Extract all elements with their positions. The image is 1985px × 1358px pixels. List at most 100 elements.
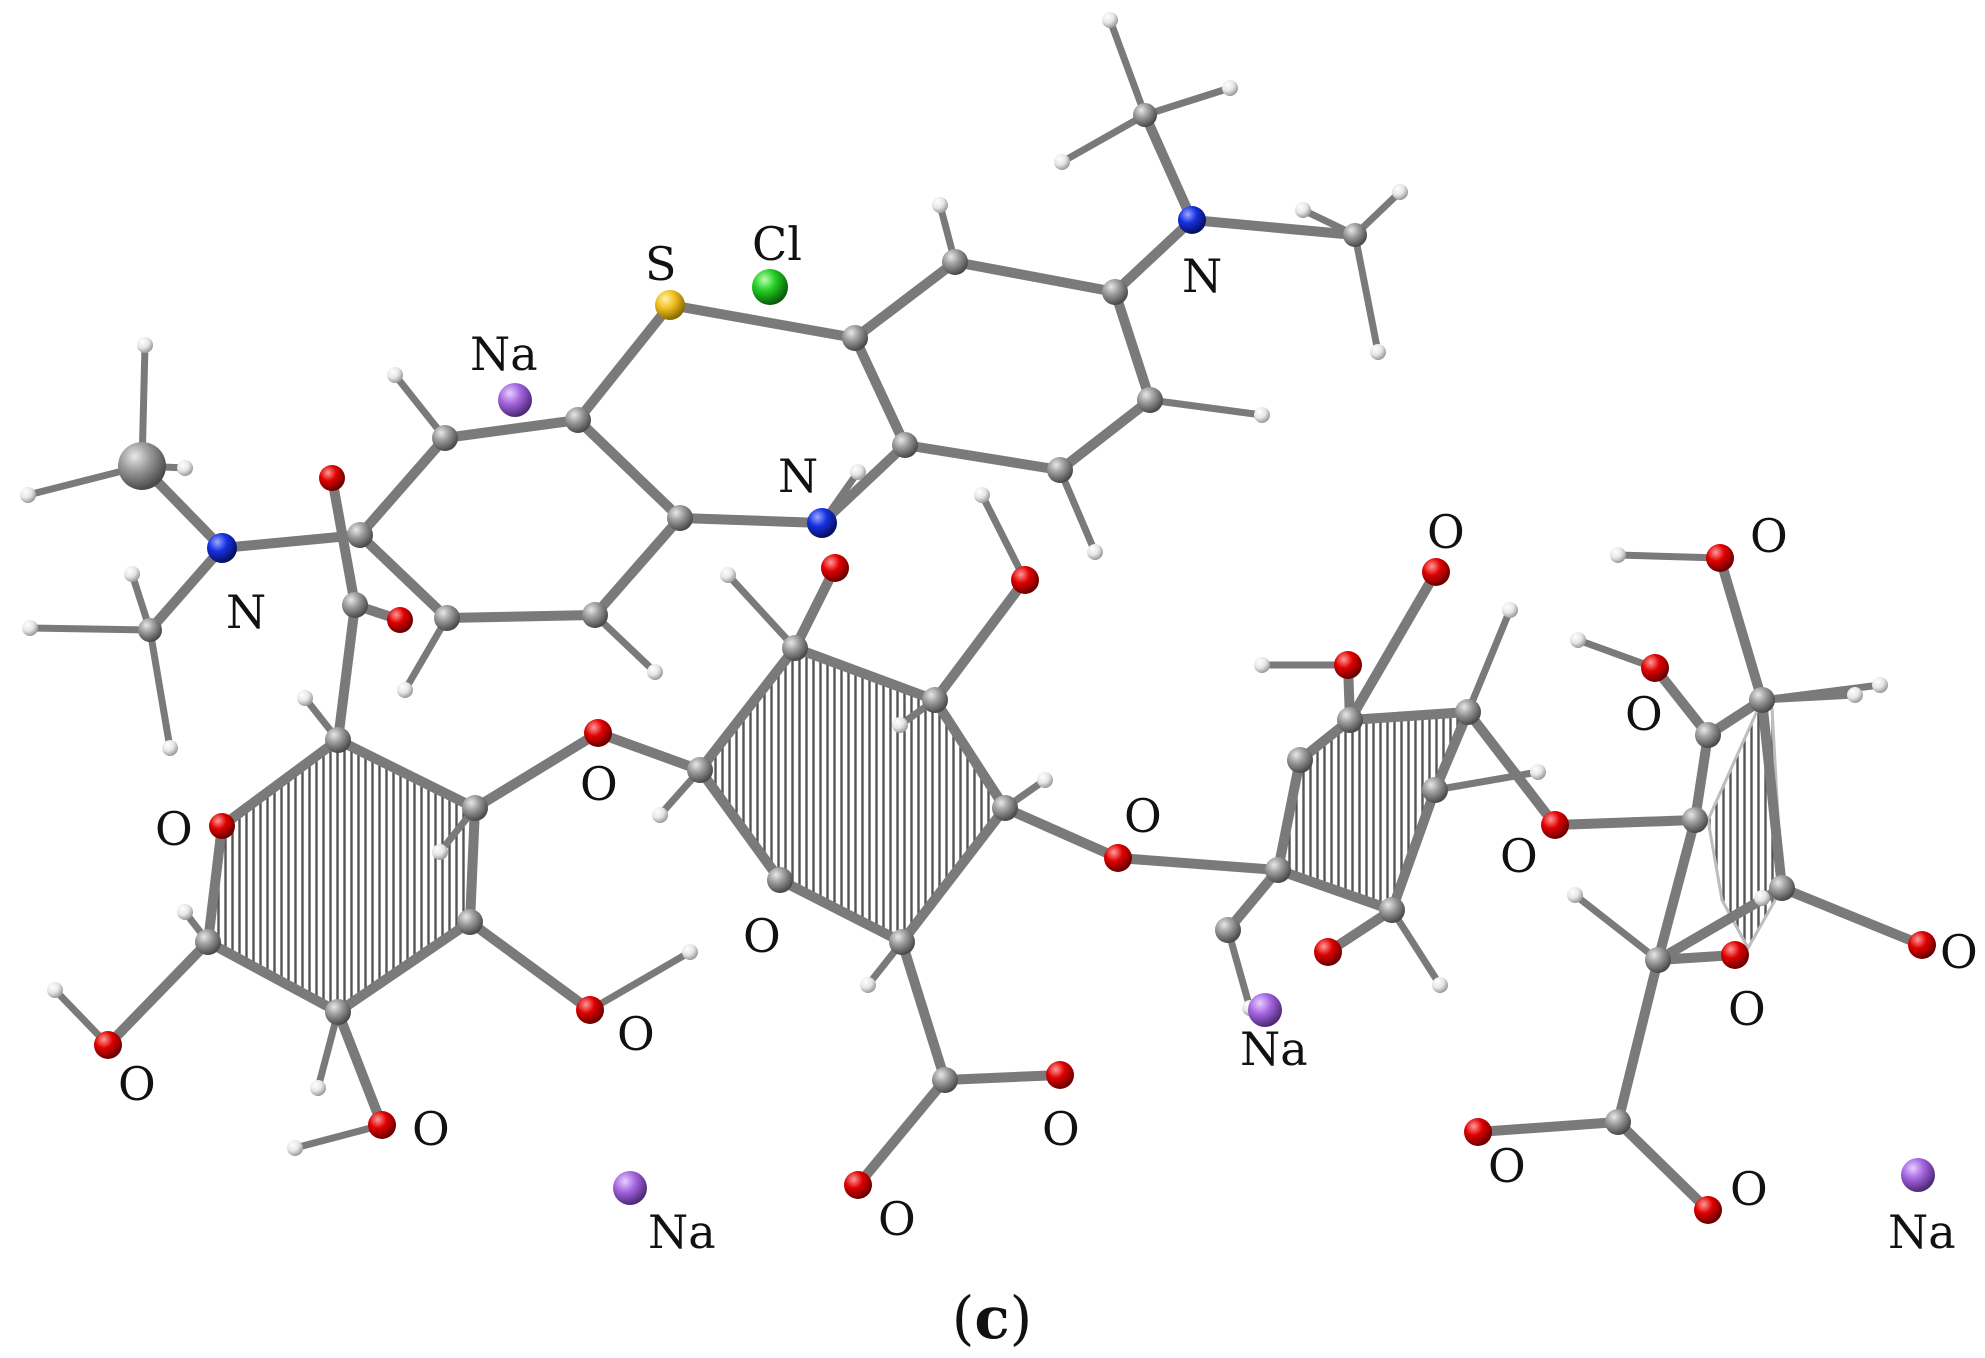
bond-S4d-S4c bbox=[1653, 815, 1700, 965]
carbon-atom-S2f bbox=[687, 757, 713, 783]
label-oxygen-13: O bbox=[412, 1102, 450, 1156]
carbon-atom-S3c bbox=[1422, 777, 1448, 803]
carbon-atom-S2a bbox=[782, 635, 808, 661]
carbon-atom-S4f bbox=[1695, 722, 1721, 748]
oxygen-atom-O4c bbox=[1908, 931, 1936, 959]
bond-C5-N3 bbox=[217, 530, 365, 553]
bond-C11-C12 bbox=[950, 257, 1120, 297]
carbon-atom-S1b bbox=[462, 795, 488, 821]
hydrogen-atom-Hs20 bbox=[1570, 632, 1586, 648]
bond-S2f-S2a bbox=[695, 643, 800, 775]
carbon-atom-C9 bbox=[1047, 457, 1073, 483]
bond-S3d-S3e bbox=[1273, 865, 1397, 915]
bond-S2d-S2e bbox=[775, 875, 907, 947]
hydrogen-atom-H3 bbox=[1087, 544, 1103, 560]
bond-C6-H6 bbox=[391, 371, 449, 442]
bond-S2a-S2b bbox=[790, 643, 940, 705]
carbon-atom-S1a bbox=[325, 727, 351, 753]
hydrogen-atom-Hs23 bbox=[1567, 887, 1583, 903]
carbon-atom-C5 bbox=[347, 522, 373, 548]
nitrogen-atom-N2 bbox=[807, 508, 837, 538]
bond-S2b-S2c bbox=[930, 695, 1010, 813]
carbon-atom-S2d bbox=[889, 929, 915, 955]
hydrogen-atom-H2 bbox=[1254, 407, 1270, 423]
bond-C1c-O1c1 bbox=[327, 473, 360, 610]
bond-C2-C3 bbox=[590, 513, 685, 620]
carbon-atom-C3x bbox=[1215, 917, 1241, 943]
bond-C10-H2 bbox=[1146, 396, 1266, 419]
hydrogen-atom-Hs13 bbox=[974, 487, 990, 503]
bond-S1d-O1t bbox=[333, 1007, 387, 1130]
oxygen-atom-O3d bbox=[1314, 938, 1342, 966]
bond-S3b-O3c bbox=[1463, 707, 1560, 830]
label-oxygen-12: O bbox=[118, 1057, 156, 1111]
hydrogen-atom-H1 bbox=[932, 197, 948, 213]
carbon-atom-C1 bbox=[565, 407, 591, 433]
caption-open-paren: ( bbox=[952, 1284, 975, 1352]
hydrogen-atom-Hs10 bbox=[1037, 772, 1053, 788]
label-oxygen-6: O bbox=[1124, 789, 1162, 843]
ring-plane-2 bbox=[698, 646, 1007, 944]
oxygen-atom-O2c bbox=[1104, 844, 1132, 872]
nitrogen-atom-N1 bbox=[1178, 206, 1206, 234]
hydrogen-atom-Hs7 bbox=[47, 982, 63, 998]
hydrogen-atom-H12 bbox=[1295, 202, 1311, 218]
label-nitrogen-3: N bbox=[226, 585, 266, 639]
bond-O2b-Hs13 bbox=[978, 491, 1029, 584]
bond-N1-C14 bbox=[1187, 215, 1360, 240]
hydrogen-atom-H8 bbox=[1222, 80, 1238, 96]
label-nitrogen-1: N bbox=[1182, 249, 1222, 303]
label-oxygen-5: O bbox=[1625, 687, 1663, 741]
bond-C3x-Hs17 bbox=[1224, 926, 1254, 1012]
bond-C9-H3 bbox=[1056, 466, 1099, 556]
bond-O4a-Hs19 bbox=[1614, 551, 1724, 562]
label-oxygen-4: O bbox=[155, 802, 193, 856]
label-oxygen-7: O bbox=[1500, 829, 1538, 883]
label-sodium-1: Na bbox=[470, 327, 538, 381]
bond-S3d-Hs16 bbox=[1388, 906, 1444, 989]
bond-S4b-O4c bbox=[1777, 883, 1927, 950]
carbon-atom-S3a bbox=[1337, 707, 1363, 733]
bond-O1g-S2f bbox=[593, 728, 705, 775]
carbon-atom-S4d bbox=[1645, 947, 1671, 973]
nitrogen-atom-N3 bbox=[207, 533, 237, 563]
carbon-atom-C3 bbox=[582, 602, 608, 628]
bond-S2d-C2x bbox=[897, 937, 950, 1085]
hydrogen-atom-H16 bbox=[22, 620, 38, 636]
bond-C14-H11 bbox=[1351, 231, 1382, 356]
bond-S4e-O4e bbox=[1473, 1117, 1623, 1137]
bond-N1-C13 bbox=[1140, 110, 1197, 225]
bond-C10-C11 bbox=[1110, 287, 1155, 405]
bond-C5-C6 bbox=[355, 433, 450, 540]
bond-C2x-O2x2 bbox=[853, 1075, 950, 1190]
carbon-atom-C13 bbox=[1133, 103, 1157, 127]
hydrogen-atom-Hs24 bbox=[1872, 677, 1888, 693]
bond-S1d-Hs3 bbox=[314, 1008, 342, 1092]
bond-S1c-S1d bbox=[333, 917, 475, 1017]
oxygen-atom-O1t bbox=[368, 1111, 396, 1139]
bond-S4a-S4b bbox=[1757, 695, 1787, 893]
hydrogen-atom-H18 bbox=[124, 566, 140, 582]
oxygen-atom-O1c1 bbox=[319, 465, 345, 491]
hydrogen-atom-H10 bbox=[1392, 184, 1408, 200]
oxygen-atom-O1r bbox=[209, 813, 235, 839]
bond-C16-H17 bbox=[146, 626, 174, 752]
hydrogen-atom-H14 bbox=[20, 487, 36, 503]
hydrogen-atom-H19 bbox=[850, 464, 866, 480]
carbon-atom-C1c bbox=[342, 592, 368, 618]
bond-S2a-O2a bbox=[790, 563, 840, 653]
bond-S4c-S4f bbox=[1690, 730, 1713, 825]
oxygen-atom-O1c2 bbox=[387, 607, 413, 633]
carbon-atom-C2x bbox=[932, 1067, 958, 1093]
bond-S4d-Hs23 bbox=[1571, 891, 1662, 964]
hydrogen-atom-Hs14 bbox=[1502, 602, 1518, 618]
carbon-atom-S4e bbox=[1605, 1109, 1631, 1135]
carbon-atom-S2e bbox=[767, 867, 793, 893]
bond-S1c-O1s bbox=[465, 917, 595, 1015]
bond-S4a-O4a bbox=[1715, 553, 1767, 705]
oxygen-atom-O4f bbox=[1694, 1196, 1722, 1224]
caption-close-paren: ) bbox=[1010, 1284, 1033, 1352]
atom-labels: S Cl Na N N N O O O O O O O O O O O O O … bbox=[118, 217, 1978, 1259]
bond-S1-C7 bbox=[665, 300, 860, 343]
carbon-atom-S1d bbox=[325, 999, 351, 1025]
